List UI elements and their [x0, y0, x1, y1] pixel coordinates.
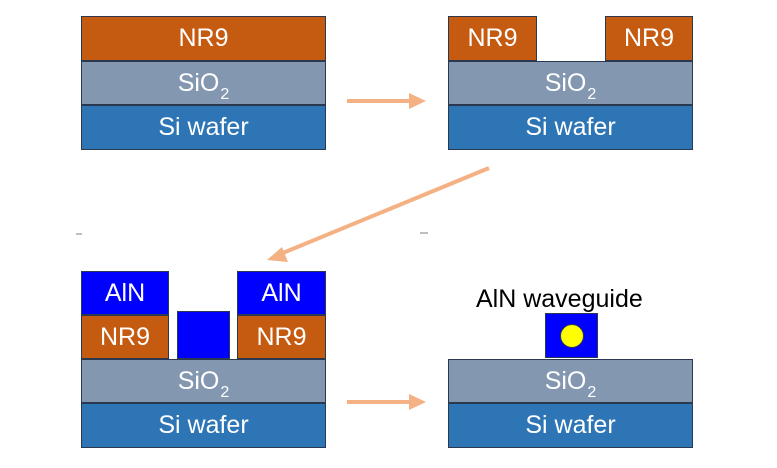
step4-sio2-layer: SiO2: [448, 359, 693, 403]
step1-nr9-layer: NR9: [81, 16, 326, 61]
step2-nr9-left-label: NR9: [467, 24, 518, 52]
step2-nr9-right-label: NR9: [623, 24, 674, 52]
aln-waveguide-label: AlN waveguide: [476, 285, 643, 313]
step1-si-wafer-label: Si wafer: [158, 113, 249, 141]
step3-si-wafer-label: Si wafer: [158, 411, 249, 439]
step2-si-wafer-layer: Si wafer: [448, 105, 693, 150]
arrow-diagonal-icon: [267, 166, 490, 262]
step2-sio2-label: SiO2: [544, 68, 597, 103]
step3-nr9-left-label: NR9: [99, 322, 150, 351]
step4-sio2-label: SiO2: [544, 366, 597, 401]
step3-aln-right: AlN: [237, 271, 326, 315]
step3-sio2-label: SiO2: [177, 366, 230, 401]
step3-nr9-left: NR9: [81, 315, 169, 359]
step1-si-wafer-layer: Si wafer: [81, 105, 326, 150]
step1-nr9-label: NR9: [178, 24, 229, 52]
faint-mark-left: [76, 233, 82, 235]
step3-aln-trench: [177, 311, 230, 359]
step4-si-wafer-label: Si wafer: [525, 411, 616, 439]
step1-sio2-layer: SiO2: [81, 61, 326, 105]
step3-aln-left-label: AlN: [104, 278, 146, 307]
step3-nr9-right-label: NR9: [256, 322, 307, 351]
step4-aln-waveguide: [545, 313, 598, 358]
step2-si-wafer-label: Si wafer: [525, 113, 616, 141]
faint-mark-middle: [420, 232, 428, 234]
step3-si-wafer-layer: Si wafer: [81, 403, 326, 448]
waveguide-core-dot: [559, 323, 584, 348]
step4-si-wafer-layer: Si wafer: [448, 403, 693, 448]
step1-sio2-label: SiO2: [177, 68, 230, 103]
step3-sio2-layer: SiO2: [81, 359, 326, 403]
step3-aln-left: AlN: [81, 271, 169, 315]
step3-nr9-right: NR9: [237, 315, 326, 359]
step2-sio2-layer: SiO2: [448, 61, 693, 105]
step2-nr9-left: NR9: [448, 16, 537, 61]
step2-nr9-right: NR9: [605, 16, 693, 61]
arrow-right-icon: [347, 394, 426, 410]
step3-aln-right-label: AlN: [261, 278, 302, 307]
arrow-right-icon: [347, 93, 426, 109]
